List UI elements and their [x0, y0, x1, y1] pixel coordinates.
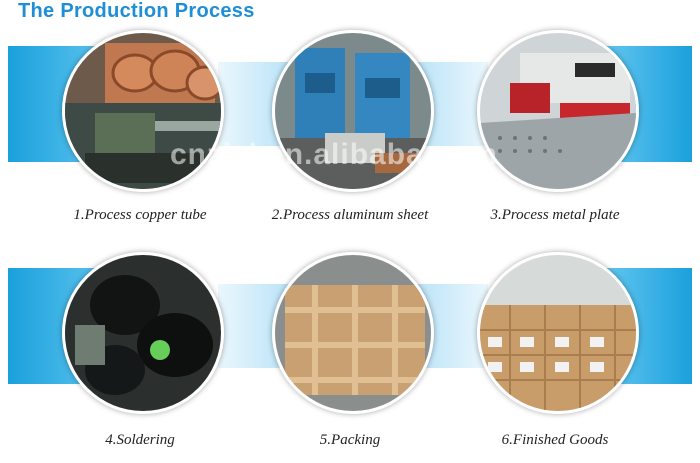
step-caption: 2.Process aluminum sheet: [271, 207, 429, 223]
copper-tube-photo: [62, 30, 224, 192]
step-caption: 1.Process copper tube: [73, 207, 207, 223]
soldering-photo: [62, 252, 224, 414]
watermark: cnzjzl.en.alibaba.com: [170, 138, 498, 171]
step-caption: 4.Soldering: [105, 432, 175, 448]
metal-plate-photo: [477, 30, 639, 192]
step-caption: 3.Process metal plate: [490, 207, 620, 223]
aluminum-sheet-photo: [272, 30, 434, 192]
finished-goods-photo: [477, 252, 639, 414]
step-caption: 6.Finished Goods: [501, 432, 609, 448]
page-title: The Production Process: [18, 0, 255, 22]
packing-photo: [272, 252, 434, 414]
step-caption: 5.Packing: [319, 432, 381, 448]
